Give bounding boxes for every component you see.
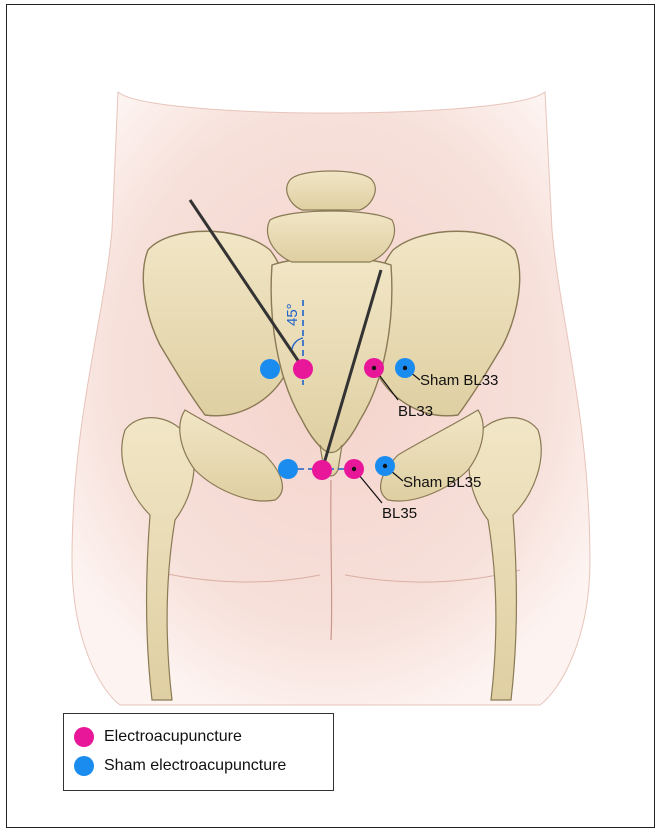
legend-label: Electroacupuncture xyxy=(104,728,242,746)
legend: Electroacupuncture Sham electroacupunctu… xyxy=(63,713,334,791)
legend-dot-icon xyxy=(74,756,94,776)
legend-item-sham: Sham electroacupuncture xyxy=(74,751,323,780)
label-bl33: BL33 xyxy=(398,403,433,420)
label-sham-bl35: Sham BL35 xyxy=(403,474,481,491)
label-sham-bl33: Sham BL33 xyxy=(420,372,498,389)
sham-point-left-bl33 xyxy=(260,359,280,379)
lumbar-vertebra-lower xyxy=(267,211,394,262)
legend-item-electroacupuncture: Electroacupuncture xyxy=(74,722,323,751)
legend-dot-icon xyxy=(74,727,94,747)
ea-point-left-bl33 xyxy=(293,359,313,379)
lumbar-vertebra-upper xyxy=(287,171,375,210)
legend-label: Sham electroacupuncture xyxy=(104,757,286,775)
label-bl35: BL35 xyxy=(382,505,417,522)
angle-label: 45° xyxy=(284,303,301,326)
ea-point-left-bl35 xyxy=(312,460,332,480)
sham-point-left-bl35 xyxy=(278,459,298,479)
